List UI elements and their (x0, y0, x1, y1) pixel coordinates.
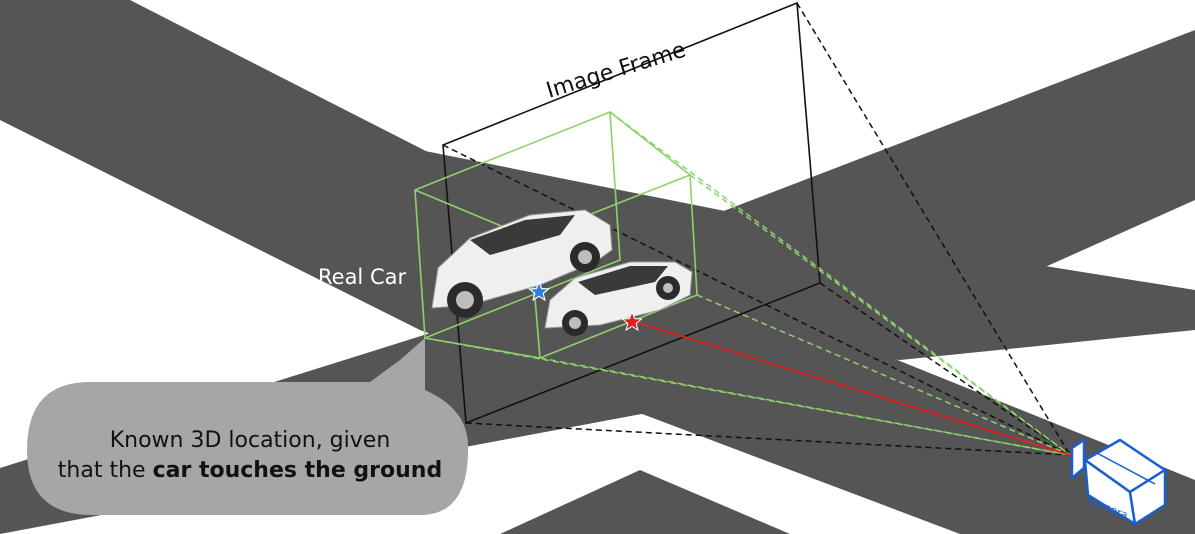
bbox-edge-3 (424, 337, 541, 359)
road-lower (500, 470, 790, 534)
bbox-rays (424, 111, 1071, 456)
green-ray-3 (696, 294, 1071, 456)
red-ray (631, 320, 1071, 456)
frame-rays (442, 2, 1071, 456)
camera-icon (1070, 437, 1168, 527)
bbox-edge-2 (609, 111, 691, 176)
car-large (431, 209, 613, 318)
callout-line2-bold: car touches the ground (153, 458, 443, 483)
callout-bubble (27, 338, 469, 515)
ray-frame-top-right (796, 2, 1071, 456)
real-car-label: Real Car (318, 265, 406, 289)
car-icon (431, 209, 613, 318)
ray-frame-bottom-left (465, 422, 1071, 456)
callout-line2: that the car touches the ground (58, 458, 442, 483)
green-ray-2 (689, 174, 1071, 456)
red-star-icon (621, 310, 643, 332)
callout-line1: Known 3D location, given (110, 428, 391, 453)
ray-frame-top-left (442, 144, 1071, 456)
bbox-large (414, 110, 621, 340)
ray-frame-bottom-right (819, 282, 1071, 456)
image-frame-label: Image Frame (543, 38, 688, 104)
green-ray-1 (609, 111, 1071, 456)
callout: Known 3D location, given that the car to… (27, 338, 469, 515)
callout-line2-prefix: that the (58, 458, 153, 483)
car-small (544, 261, 693, 336)
blue-star-icon (527, 280, 551, 302)
